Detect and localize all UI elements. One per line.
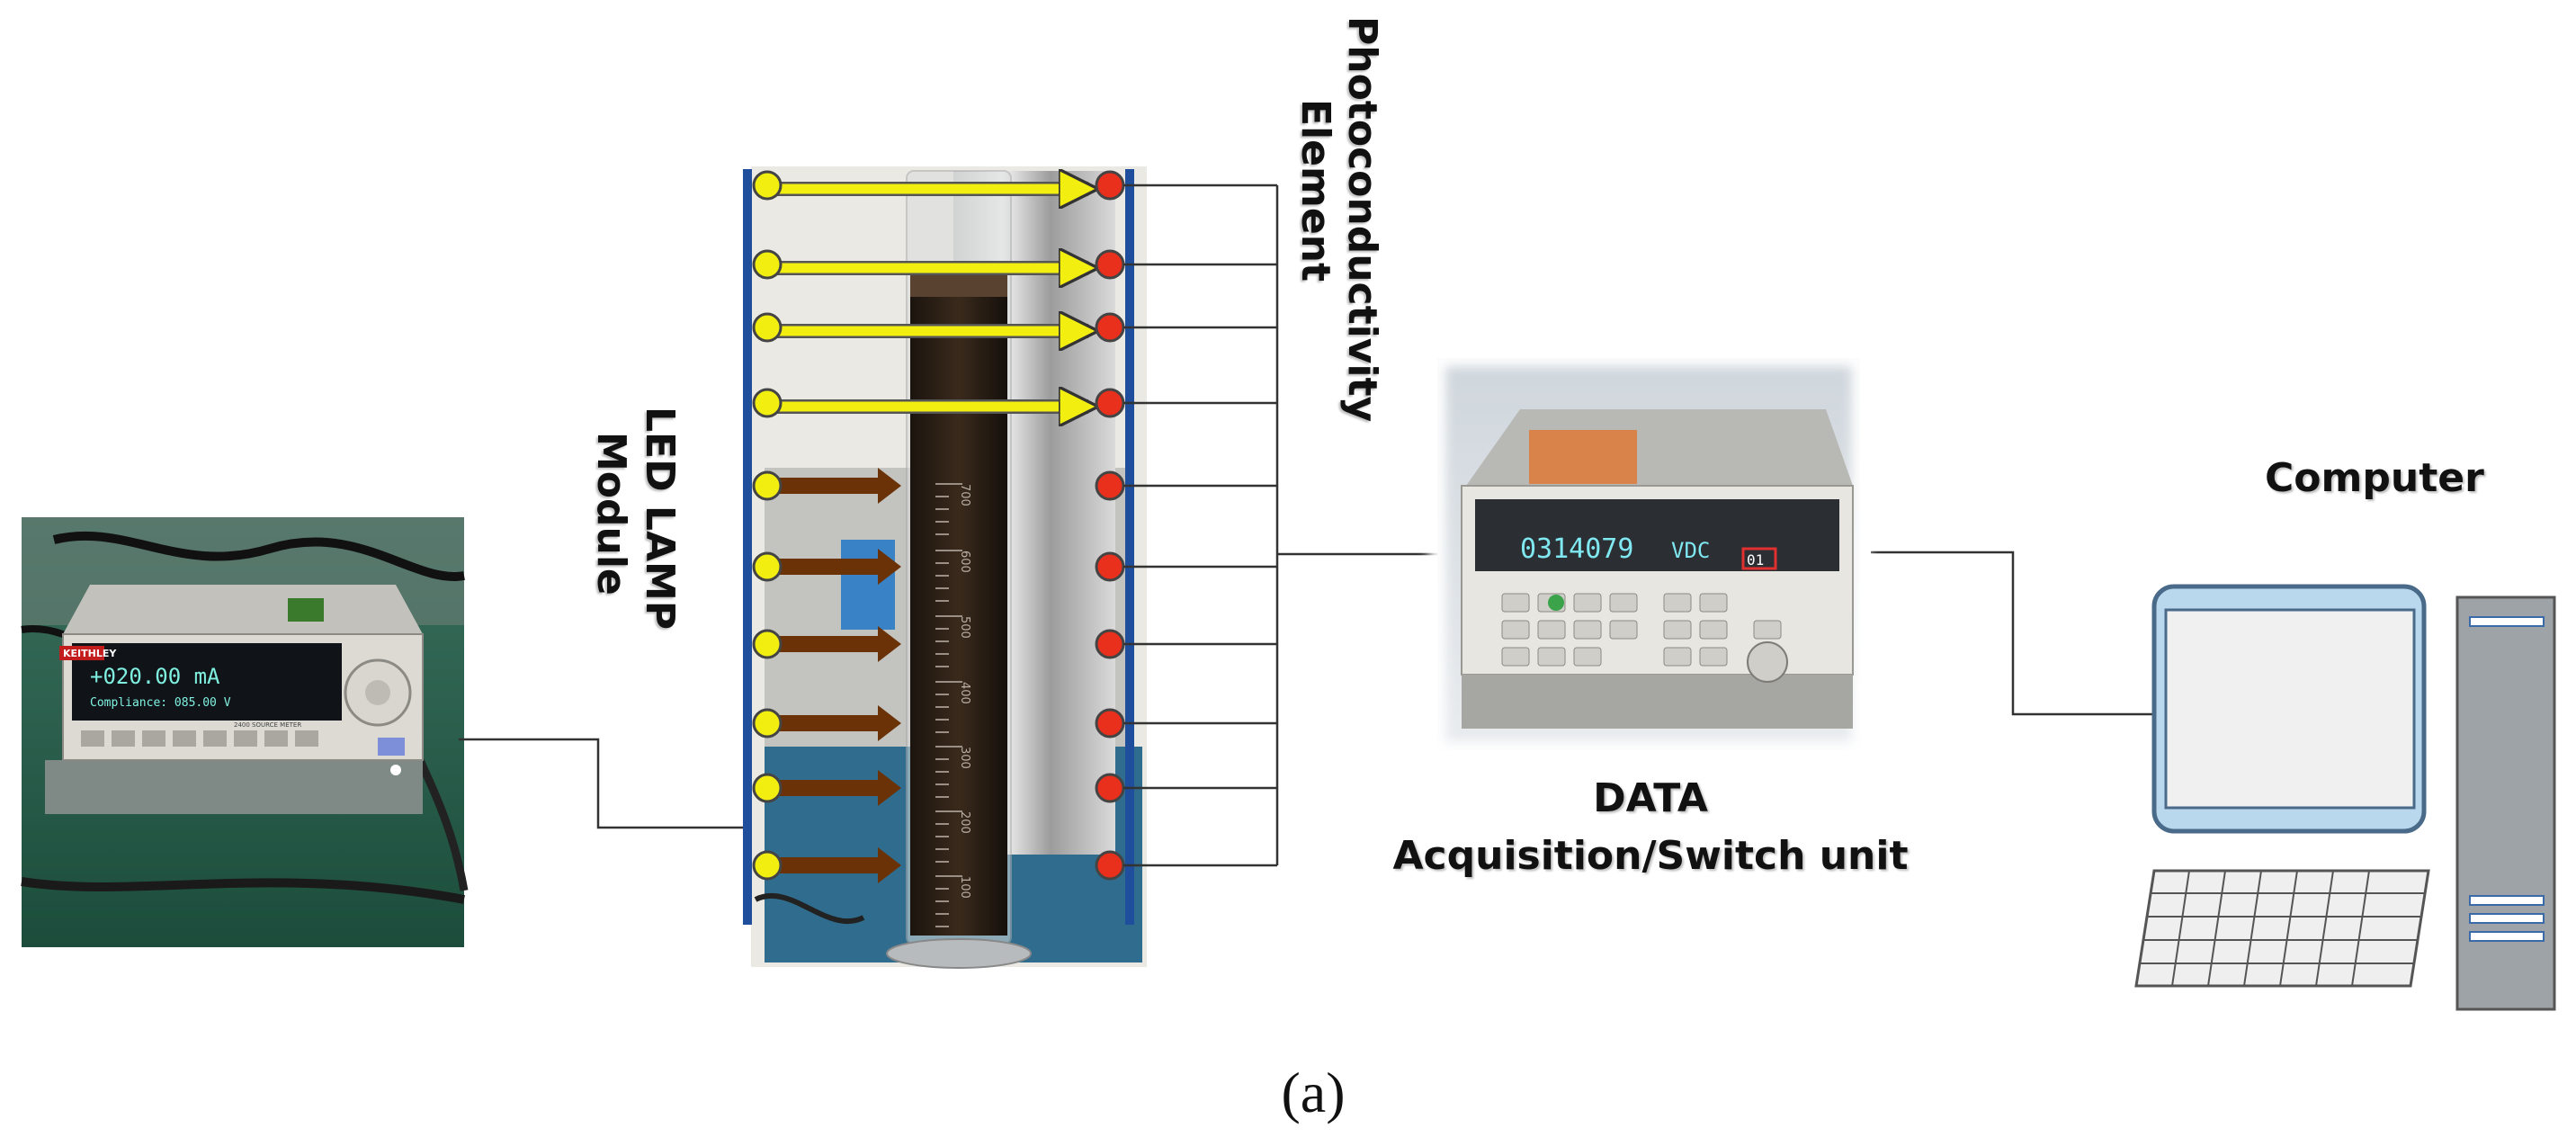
daq-computer-wire (1871, 551, 2154, 716)
led-label-line2: Module (588, 432, 634, 595)
led-lamp-dot (752, 773, 783, 803)
led-lamp-dot (752, 249, 783, 280)
daq-label: DATA Acquisition/Switch unit (1349, 770, 1952, 885)
panel-label: (a) (1281, 1061, 1346, 1124)
light-path-row (752, 312, 1125, 343)
cylinder-scale-label: 100 (958, 876, 971, 899)
current-source-display-compliance: Compliance: 085.00 V (90, 696, 231, 710)
cylinder-scale-label: 600 (958, 551, 971, 573)
daq-photo (1429, 350, 1868, 758)
brown-arrow-shaft (779, 559, 878, 575)
photoconductivity-label-line1: Photoconductivity (1339, 16, 1385, 423)
cylinder-scale: 700 600 500 400 300 200 100 (935, 483, 971, 927)
brown-arrow-head (878, 705, 901, 741)
photoconductivity-label-line2: Element (1292, 99, 1338, 282)
photoconductive-element-dot (1095, 470, 1125, 501)
current-source-brand: KEITHLEY (63, 648, 117, 659)
brown-arrow-shaft (779, 780, 878, 796)
photoconductive-element-dot (1095, 388, 1125, 418)
photoconductive-element-dot (1095, 170, 1125, 201)
photoconductive-element-dot (1095, 551, 1125, 582)
led-lamp-dot (752, 388, 783, 418)
computer-tower (2455, 595, 2556, 1011)
led-lamp-dot (752, 850, 783, 881)
daq-label-line1: DATA (1593, 775, 1708, 821)
led-lamp-dot (752, 470, 783, 501)
brown-arrow-head (878, 549, 901, 585)
photoconductive-element-dot (1095, 773, 1125, 803)
led-lamp-dot (752, 170, 783, 201)
brown-arrow-head (878, 847, 901, 883)
brown-arrow-head (878, 468, 901, 504)
current-source-photo (21, 517, 469, 947)
brown-arrow-shaft (779, 857, 878, 873)
cylinder-scale-label: 400 (958, 682, 971, 704)
led-lamp-dot (752, 708, 783, 739)
computer-label: Computer (2265, 455, 2484, 501)
source-led-wire (459, 738, 743, 829)
daq-unit: VDC (1671, 538, 1710, 563)
current-source-model: 2400 SOURCE METER (234, 721, 301, 729)
led-lamp-dot (752, 629, 783, 659)
light-path-row (752, 770, 1125, 806)
computer-monitor (2151, 584, 2427, 834)
daq-reading: 0314079 (1520, 533, 1633, 565)
light-path-row (752, 388, 1125, 418)
light-path-row (752, 170, 1125, 201)
brown-arrow-head (878, 770, 901, 806)
light-path-row (752, 549, 1125, 585)
light-path-row (752, 249, 1125, 280)
daq-channel: 01 (1747, 551, 1764, 569)
led-lamp-dot (752, 312, 783, 343)
led-rail (743, 169, 752, 925)
brown-arrow-head (878, 626, 901, 662)
photoconductive-element-dot (1095, 850, 1125, 881)
light-path-row (752, 847, 1125, 883)
sensor-rail (1125, 169, 1134, 925)
cylinder-scale-label: 500 (958, 616, 971, 639)
photoconductive-element-dot (1095, 629, 1125, 659)
brown-arrow-shaft (779, 478, 878, 494)
photoconductive-element-dot (1095, 312, 1125, 343)
light-path-row (752, 705, 1125, 741)
light-path-row (752, 626, 1125, 662)
photoconductive-element-dot (1095, 708, 1125, 739)
cylinder-scale-label: 700 (958, 484, 971, 506)
brown-arrow-shaft (779, 715, 878, 731)
daq-label-line2: Acquisition/Switch unit (1392, 833, 1909, 879)
led-label-line1: LED LAMP (637, 407, 683, 631)
led-lamp-dot (752, 551, 783, 582)
cylinder-scale-label: 200 (958, 811, 971, 834)
photoconductive-element-dot (1095, 249, 1125, 280)
keyboard (2134, 869, 2430, 988)
cylinder-scale-label: 300 (958, 747, 971, 769)
current-source-display-value: +020.00 mA (90, 664, 220, 689)
brown-arrow-shaft (779, 636, 878, 652)
